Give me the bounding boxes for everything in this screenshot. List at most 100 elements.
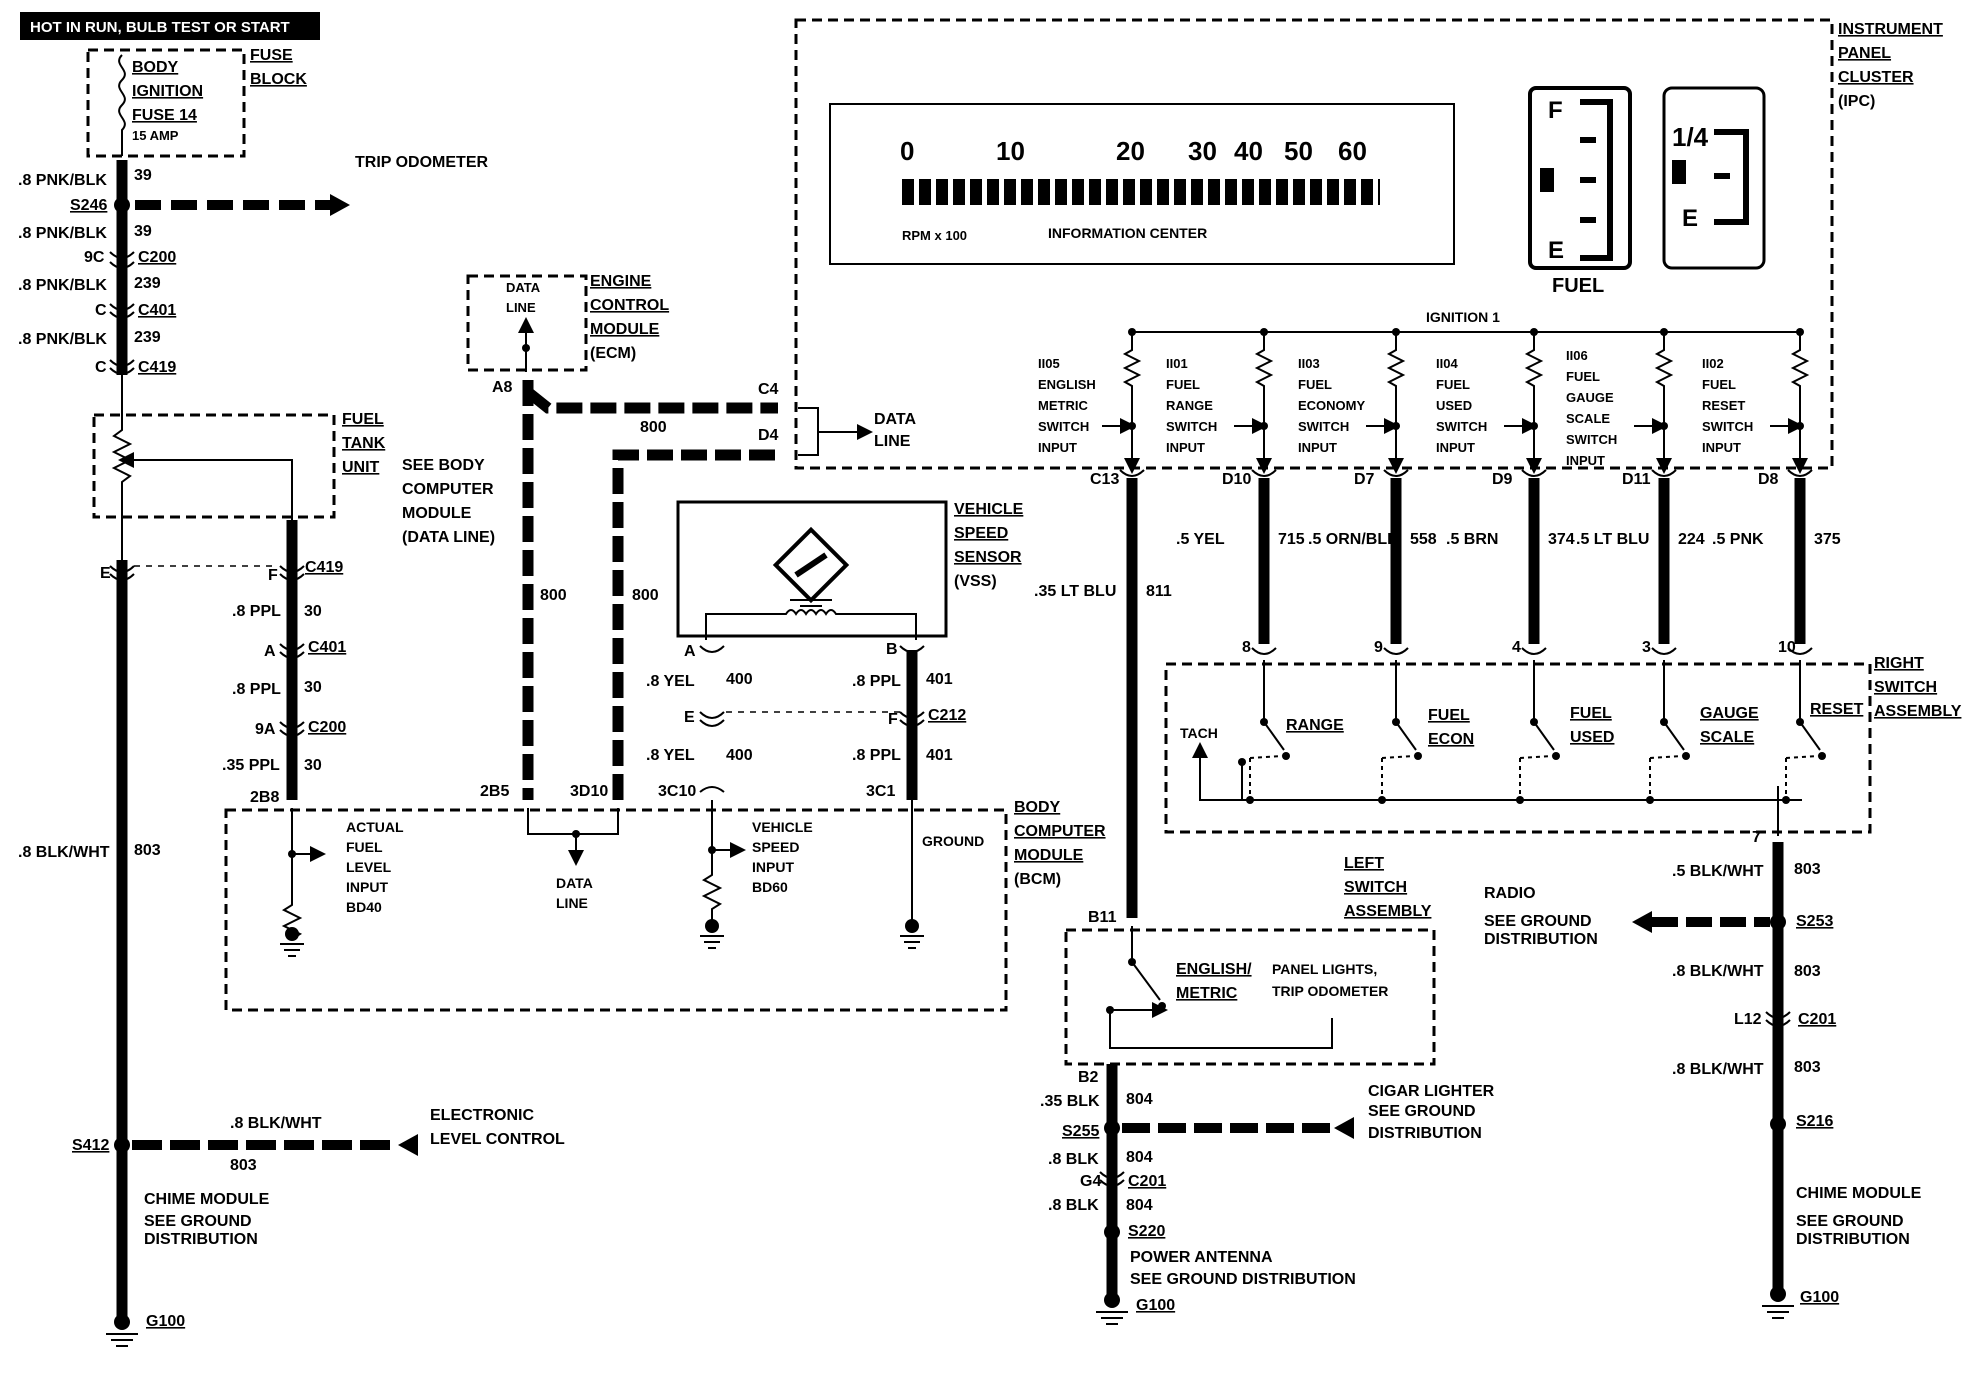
ipc-input-label: SWITCH — [1566, 432, 1617, 447]
switch-lever — [1533, 660, 1555, 751]
rsa-switch — [1516, 660, 1560, 804]
fuse-element — [118, 54, 126, 156]
rsa-label: RIGHT — [1874, 655, 1924, 672]
rsa-switch — [1782, 660, 1826, 804]
ground-icon — [1096, 1311, 1128, 1325]
switch-contact — [1649, 755, 1683, 800]
ipc-input-label: FUEL — [1702, 377, 1736, 392]
power-antenna-label: POWER ANTENNA — [1130, 1249, 1273, 1266]
ipc-input-label: GAUGE — [1566, 390, 1614, 405]
switch-node — [1516, 796, 1524, 804]
splice-g100 — [114, 1314, 130, 1330]
wire-circuit-label: 803 — [1794, 1059, 1821, 1076]
ignition-label: IGNITION 1 — [1426, 309, 1500, 325]
switch-node — [1796, 718, 1804, 726]
connector-c419-f — [279, 565, 305, 581]
splice-label: S216 — [1796, 1113, 1833, 1130]
splice-label: S253 — [1796, 913, 1833, 930]
data-line-label: LINE — [874, 433, 911, 450]
ipc-input-label: METRIC — [1038, 398, 1088, 413]
vss-pin-b — [899, 645, 925, 653]
connector-pin: 3C10 — [658, 783, 696, 800]
fuel-tank-unit-label: UNIT — [342, 459, 380, 476]
wire-circuit-label: 803 — [134, 842, 161, 859]
input-node — [1392, 422, 1400, 430]
wire-gauge-label: .8 YEL — [646, 673, 695, 690]
tach-switch-label: TACH — [1180, 725, 1218, 741]
wire-gauge-label: .5 YEL — [1176, 531, 1225, 548]
ipc-input-label: ENGLISH — [1038, 377, 1096, 392]
ecm-label: (ECM) — [590, 345, 636, 362]
fuse-block-label-2: BLOCK — [250, 71, 307, 88]
chime-label: SEE GROUND — [144, 1213, 252, 1230]
bcm-label: (BCM) — [1014, 871, 1061, 888]
connector-pin: C — [95, 302, 107, 319]
ipc-input-label: SWITCH — [1436, 419, 1487, 434]
ecm-label: CONTROL — [590, 297, 669, 314]
fuel-pump-icon — [1672, 160, 1686, 184]
wire-gauge-label: .8 BLK/WHT — [230, 1115, 322, 1132]
range-switch-label: RANGE — [1286, 717, 1344, 734]
splice-label: S255 — [1062, 1123, 1099, 1140]
bcm-input-label: FUEL — [346, 839, 383, 855]
connector-pin: 8 — [1242, 639, 1251, 656]
connector-c401 — [109, 303, 135, 319]
radio-label: SEE GROUND — [1484, 913, 1592, 930]
vss-label: SPEED — [954, 525, 1008, 542]
cigar-label: DISTRIBUTION — [1368, 1125, 1482, 1142]
ipc-input-label: FUEL — [1298, 377, 1332, 392]
arrow-right-icon — [330, 194, 350, 216]
wire-circuit-label: 375 — [1814, 531, 1841, 548]
wire-gauge-label: .35 LT BLU — [1034, 583, 1116, 600]
connector-pin: F — [888, 711, 898, 728]
fuel-empty-label: E — [1548, 237, 1564, 264]
vss-label: SENSOR — [954, 549, 1022, 566]
left-switch-assembly-box — [1064, 928, 1436, 1066]
ipc-input-label: RANGE — [1166, 398, 1213, 413]
ipc-input-label: SWITCH — [1166, 419, 1217, 434]
wire-gauge-label: .5 PNK — [1712, 531, 1764, 548]
bcm-input-label: INPUT — [346, 879, 388, 895]
bcm-label: BODY — [1014, 799, 1061, 816]
switch-lever — [1395, 660, 1417, 751]
ipc-input-label: FUEL — [1566, 369, 1600, 384]
chime-label: CHIME MODULE — [1796, 1185, 1922, 1202]
lsa-label: LEFT — [1344, 855, 1384, 872]
data-line-label: LINE — [556, 895, 588, 911]
splice-g100 — [1104, 1292, 1120, 1308]
chime-label: SEE GROUND — [1796, 1213, 1904, 1230]
connector-pin: E — [100, 565, 111, 582]
fuel-tank-unit-label: FUEL — [342, 411, 384, 428]
fuel-tank-unit-box — [92, 413, 336, 519]
connector-pin: D7 — [1354, 471, 1375, 488]
splice-s246 — [114, 197, 130, 213]
connector-pin: C13 — [1090, 471, 1119, 488]
switch-node — [1818, 752, 1826, 760]
vss-sensor-icon — [772, 526, 850, 607]
switch-node — [1392, 718, 1400, 726]
wire-circuit-label: 558 — [1410, 531, 1437, 548]
connector-c200-9a — [279, 721, 305, 737]
connector-c419-e — [109, 565, 135, 581]
connector-label: C200 — [138, 249, 176, 266]
bcm-fuel-level-input — [280, 808, 326, 957]
vss-pin-f — [899, 711, 925, 727]
wire-circuit-label: 30 — [304, 603, 322, 620]
vss-coil — [705, 609, 917, 640]
power-antenna-label: SEE GROUND DISTRIBUTION — [1130, 1271, 1356, 1288]
data-line-label: DATA — [874, 411, 917, 428]
ecm-label: ENGINE — [590, 273, 652, 290]
pullup-resistor — [1386, 332, 1406, 440]
ipc-data-line — [798, 407, 865, 456]
connector-label: C419 — [138, 359, 176, 376]
connector-pin: 3C1 — [866, 783, 895, 800]
tach-switch — [1196, 750, 1802, 801]
fuel-tank-unit-label: TANK — [342, 435, 386, 452]
connector-c200 — [109, 251, 135, 269]
econ-switch-label: FUEL — [1428, 707, 1470, 724]
wire-circuit-label: 804 — [1126, 1149, 1153, 1166]
tach-tick: 0 — [900, 136, 914, 166]
pullup-resistor — [1790, 332, 1810, 440]
lsa-label: SWITCH — [1344, 879, 1407, 896]
